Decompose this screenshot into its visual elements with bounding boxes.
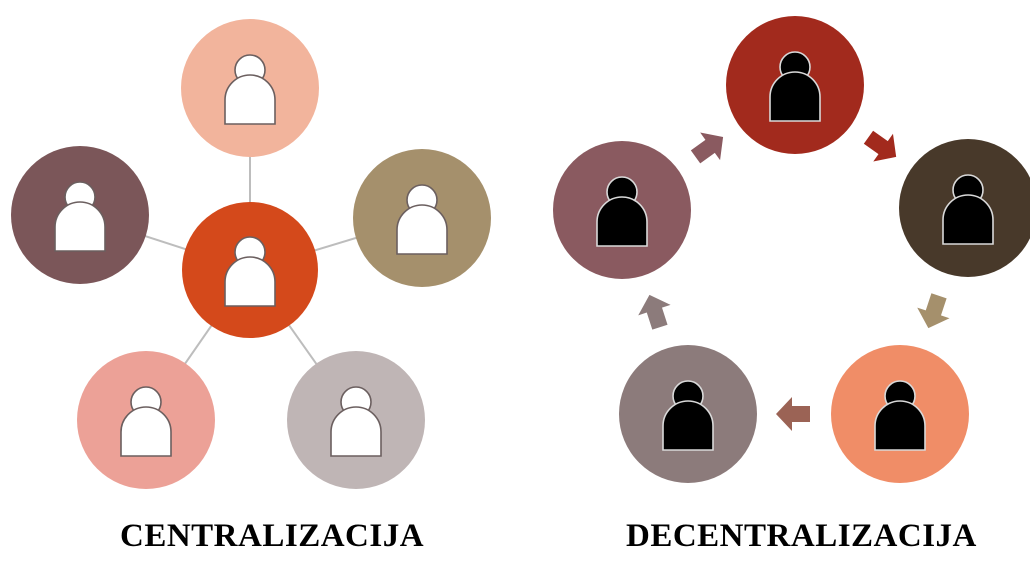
person-icon	[224, 236, 276, 307]
node-right	[353, 149, 491, 287]
node-right	[899, 139, 1030, 277]
decentralization-diagram	[553, 16, 1030, 483]
arrow-right-to-bottom-right	[917, 293, 950, 329]
node-bottom-right	[831, 345, 969, 483]
person-icon	[224, 54, 276, 125]
arrow-left-to-top	[690, 132, 724, 164]
person-icon	[54, 181, 106, 252]
person-icon	[942, 174, 994, 245]
arrow-bottom-right-to-bottom-left	[776, 397, 810, 431]
person-icon	[596, 176, 648, 247]
person-icon	[330, 386, 382, 457]
centralization-caption: CENTRALIZACIJA	[120, 518, 425, 554]
node-left	[553, 141, 691, 279]
node-left	[11, 146, 149, 284]
person-icon	[769, 51, 821, 122]
person-icon	[396, 184, 448, 255]
hub-node	[182, 202, 318, 338]
person-icon	[874, 380, 926, 451]
person-icon	[662, 380, 714, 451]
node-bottom-left	[77, 351, 215, 489]
arrow-bottom-left-to-left	[638, 294, 671, 330]
node-top	[726, 16, 864, 154]
arrow-top-to-right	[863, 130, 897, 162]
person-icon	[120, 386, 172, 457]
node-bottom-right	[287, 351, 425, 489]
node-top	[181, 19, 319, 157]
centralization-diagram	[11, 19, 491, 489]
decentralization-caption: DECENTRALIZACIJA	[626, 518, 977, 554]
node-bottom-left	[619, 345, 757, 483]
